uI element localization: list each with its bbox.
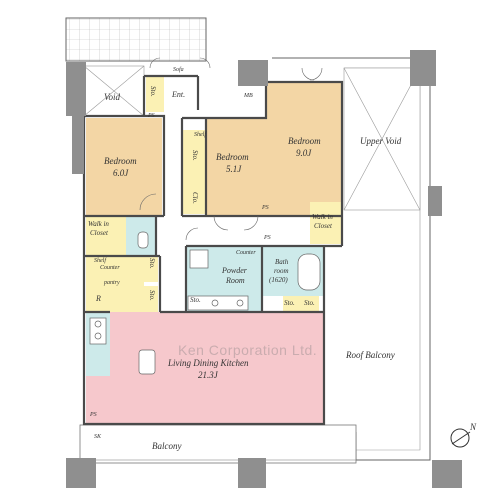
ps-label: PS (148, 113, 155, 119)
door-swings (139, 57, 323, 241)
sto-bath-fill (283, 296, 303, 312)
sto-label: Sto. (190, 296, 201, 304)
bedroom-a-name: Bedroom (104, 156, 137, 166)
void-diagonal-2 (83, 65, 145, 117)
burner (94, 332, 102, 340)
counter-right-label: Counter (236, 250, 256, 256)
bath-room-line1: Bath (275, 258, 289, 266)
column (428, 186, 442, 216)
bathtub (297, 253, 321, 291)
bedroom-c-size: 9.0J (296, 148, 312, 158)
walk-in-left-line2: Closet (90, 229, 108, 237)
washer (189, 249, 209, 269)
burner (94, 320, 102, 328)
column (238, 458, 266, 488)
compass-icon (450, 428, 471, 448)
sto-label: Sto. (304, 299, 315, 307)
sto-bath2-fill (303, 296, 319, 312)
sink (236, 299, 244, 307)
counter-left-label: Counter (100, 265, 120, 271)
terrace-tiles (65, 17, 207, 62)
clo-fill (183, 186, 207, 214)
ldk-fill-left (86, 376, 110, 424)
upper-void-label: Upper Void (360, 136, 402, 146)
compass-label: N (470, 422, 477, 432)
sto-top-fill (146, 76, 164, 112)
powder-room-line1: Powder (222, 266, 247, 275)
bedroom-b-size: 5.1J (226, 164, 242, 174)
bedroom-c-name: Bedroom (288, 136, 321, 146)
sto-label: Sto. (149, 86, 158, 97)
walk-in-right-line1: Walk in (312, 213, 333, 221)
sto-label: Sto. (191, 150, 200, 161)
sto-label: Sto. (148, 258, 157, 269)
bedroom-a-fill (86, 118, 162, 216)
ldk-size: 21.3J (198, 370, 218, 380)
column (410, 50, 436, 86)
fridge-label: R (96, 294, 101, 303)
void-label: Void (104, 92, 121, 102)
toilet (137, 231, 149, 249)
walk-in-left-line1: Walk in (88, 220, 109, 228)
ps-label: PS (90, 412, 97, 418)
stove (89, 317, 107, 345)
bedroom-b-name: Bedroom (216, 152, 249, 162)
watermark: Ken Corporation Ltd. (178, 342, 318, 358)
balcony-label: Balcony (152, 441, 182, 451)
balcony-area (79, 424, 357, 464)
island-sink (138, 349, 156, 375)
pantry-fill (86, 256, 144, 312)
walk-in-right-line2: Closet (314, 222, 332, 230)
sink (211, 299, 219, 307)
ldk-name: Living Dining Kitchen (168, 358, 249, 368)
walk-in-right-fill (310, 202, 342, 244)
sofa-label: Sofa (173, 67, 184, 73)
column (432, 460, 462, 488)
upper-void-diagonal-2 (343, 67, 421, 211)
walk-in-left-fill (86, 216, 126, 256)
columns (66, 50, 462, 488)
fixtures (89, 231, 321, 375)
bath-room-line3: (1620) (269, 276, 288, 284)
bedroom-c-fill (266, 82, 342, 216)
ps-label: PS (262, 205, 269, 211)
clo-label: Clo. (191, 192, 200, 204)
sto-low-fill (144, 286, 158, 312)
powder-room-line2: Room (226, 276, 245, 285)
roof-balcony-label: Roof Balcony (346, 350, 395, 360)
bath-room-line2: room (274, 267, 289, 275)
walls (82, 74, 344, 426)
column (66, 458, 96, 488)
ps-label: PS (264, 235, 271, 241)
sto-label: Sto. (148, 290, 157, 301)
bedroom-a-size: 6.0J (113, 168, 129, 178)
shelf-label: Shelf (94, 258, 106, 264)
sto-mid-fill (144, 256, 158, 282)
closet-b-fill (183, 130, 207, 186)
shelf-label: Shelf (194, 132, 206, 138)
sto-label: Sto. (284, 299, 295, 307)
column (72, 116, 84, 174)
entrance-label: Ent. (172, 90, 186, 99)
sk-label: SK (94, 434, 102, 440)
bedroom-b-fill (206, 118, 266, 216)
column (238, 60, 268, 86)
column (66, 62, 86, 116)
mb-label: MB (244, 93, 253, 99)
pantry-label: pantry (104, 280, 120, 286)
